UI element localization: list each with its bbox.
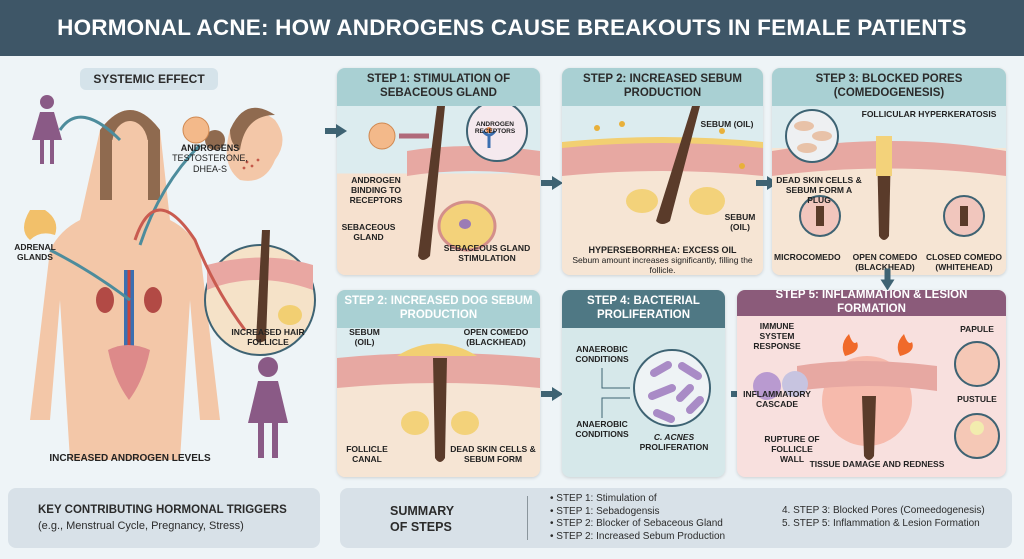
step2b-title: STEP 2: INCREASED DOG SEBUM PRODUCTION (337, 290, 540, 328)
hyperseborrhea-heading: HYPERSEBORRHEA: EXCESS OIL (588, 245, 737, 255)
summary-heading: SUMMARY OF STEPS (390, 504, 454, 535)
sebum-label: SEBUM (OIL) (349, 327, 380, 347)
step2-title: STEP 2: INCREASED SEBUM PRODUCTION (562, 68, 763, 106)
female-body-illustration (24, 95, 316, 460)
page-title: HORMONAL ACNE: HOW ANDROGENS CAUSE BREAK… (0, 0, 1024, 56)
adrenal-glands-label: ADRENAL GLANDS (14, 242, 56, 262)
summary-item: 4. STEP 3: Blocked Pores (Comeedogenesis… (782, 505, 985, 516)
inflammation-illustration (753, 334, 1000, 460)
step4-title: STEP 4: BACTERIAL PROLIFERATION (562, 290, 725, 328)
step3-panel: STEP 3: BLOCKED PORES (COMEDOGENESIS) FO… (772, 68, 1006, 275)
gland-stimulation-label: SEBACEOUS GLAND STIMULATION (443, 243, 531, 263)
arrow-icon (325, 124, 347, 138)
triggers-examples: (e.g., Menstrual Cycle, Pregnancy, Stres… (38, 520, 244, 532)
systemic-effect-heading: SYSTEMIC EFFECT (80, 68, 218, 90)
arrow-icon (541, 387, 563, 401)
step2b-panel: STEP 2: INCREASED DOG SEBUM PRODUCTION S… (337, 290, 540, 477)
anaerobic-label-2: ANAEROBIC CONDITIONS (575, 419, 629, 439)
step2-panel: STEP 2: INCREASED SEBUM PRODUCTION SEBUM… (562, 68, 763, 275)
sebum-side-label: SEBUM (OIL) (724, 212, 756, 232)
follicle-canal-label: FOLLICLE CANAL (346, 444, 388, 464)
sebum-top-label: SEBUM (OIL) (700, 119, 754, 129)
closed-comedo-label: CLOSED COMEDO (WHITEHEAD) (925, 252, 1003, 272)
tissue-damage-label: TISSUE DAMAGE AND REDNESS (809, 459, 945, 469)
anaerobic-label-1: ANAEROBIC CONDITIONS (575, 344, 629, 364)
summary-item: • STEP 1: Sebadogensis (550, 505, 660, 517)
summary-col-1: • STEP 1: Stimulation of • STEP 1: Sebad… (550, 493, 725, 543)
inflammatory-cascade-label: INFLAMMATORY CASCADE (743, 389, 811, 409)
summary-item: • STEP 1: Stimulation of (550, 493, 657, 504)
divider (527, 496, 528, 540)
summary-item: 5. STEP 5: Inflammation & Lesion Formati… (782, 517, 980, 529)
plug-label: DEAD SKIN CELLS & SEBUM FORM A PLUG (776, 175, 862, 205)
open-comedo-label: OPEN COMEDO (BLACKHEAD) (852, 252, 918, 272)
androgens-title: ANDROGENS (180, 143, 240, 153)
sebum-production-illustration (562, 106, 763, 224)
step1-panel: STEP 1: STIMULATION OF SEBACEOUS GLAND A… (337, 68, 540, 275)
blackhead-illustration (337, 343, 540, 462)
summary-col-2: 4. STEP 3: Blocked Pores (Comeedogenesis… (782, 505, 985, 530)
pustule-label: PUSTULE (957, 394, 997, 404)
androgen-receptors-label: ANDROGEN RECEPTORS (474, 121, 516, 136)
papule-label: PAPULE (960, 324, 994, 334)
step3-title: STEP 3: BLOCKED PORES (COMEDOGENESIS) (772, 68, 1006, 106)
summary-item: • STEP 2: Increased Sebum Production (550, 530, 726, 542)
summary-box: SUMMARY OF STEPS • STEP 1: Stimulation o… (340, 488, 1012, 548)
immune-response-label: IMMUNE SYSTEM RESPONSE (753, 321, 801, 351)
open-comedo-label: OPEN COMEDO (BLACKHEAD) (463, 327, 529, 347)
increased-androgen-label: INCREASED ANDROGEN LEVELS (49, 453, 211, 464)
hair-follicle-label: INCREASED HAIR FOLLICLE (231, 327, 305, 347)
step4-panel: STEP 4: BACTERIAL PROLIFERATION ANAEROBI… (562, 290, 725, 477)
sebaceous-gland-label: SEBACEOUS GLAND (341, 222, 396, 242)
androgen-types: TESTOSTERONE, DHEA-S (172, 153, 248, 174)
triggers-heading: KEY CONTRIBUTING HORMONAL TRIGGERS (38, 504, 287, 516)
arrow-down-icon (880, 279, 895, 291)
step5-panel: STEP 5: INFLAMMATION & LESION FORMATION … (737, 290, 1006, 477)
proliferation-text: PROLIFERATION (639, 441, 709, 452)
hormonal-triggers-box: KEY CONTRIBUTING HORMONAL TRIGGERS (e.g.… (8, 488, 320, 548)
androgen-binding-label: ANDROGEN BINDING TO RECEPTORS (349, 175, 403, 205)
step1-title: STEP 1: STIMULATION OF SEBACEOUS GLAND (337, 68, 540, 106)
dead-skin-label: DEAD SKIN CELLS & SEBUM FORM (450, 444, 536, 464)
summary-item: • STEP 2: Blocker of Sebaceous Gland (550, 518, 723, 529)
hyperkeratosis-label: FOLLICULAR HYPERKERATOSIS (861, 109, 997, 119)
hyperseborrhea-desc: Sebum amount increases significantly, fi… (572, 255, 753, 275)
rupture-label: RUPTURE OF FOLLICLE WALL (764, 434, 820, 464)
step5-title: STEP 5: INFLAMMATION & LESION FORMATION (737, 290, 1006, 316)
microcomedo-label: MICROCOMEDO (774, 252, 841, 262)
bacteria-illustration (601, 349, 711, 427)
female-icon (248, 357, 288, 458)
arrow-icon (541, 176, 563, 190)
comedogenesis-illustration (772, 109, 1006, 240)
female-icon (32, 95, 62, 164)
sebaceous-gland-illustration (368, 106, 540, 260)
c-acnes-name: C. ACNES (653, 432, 695, 442)
